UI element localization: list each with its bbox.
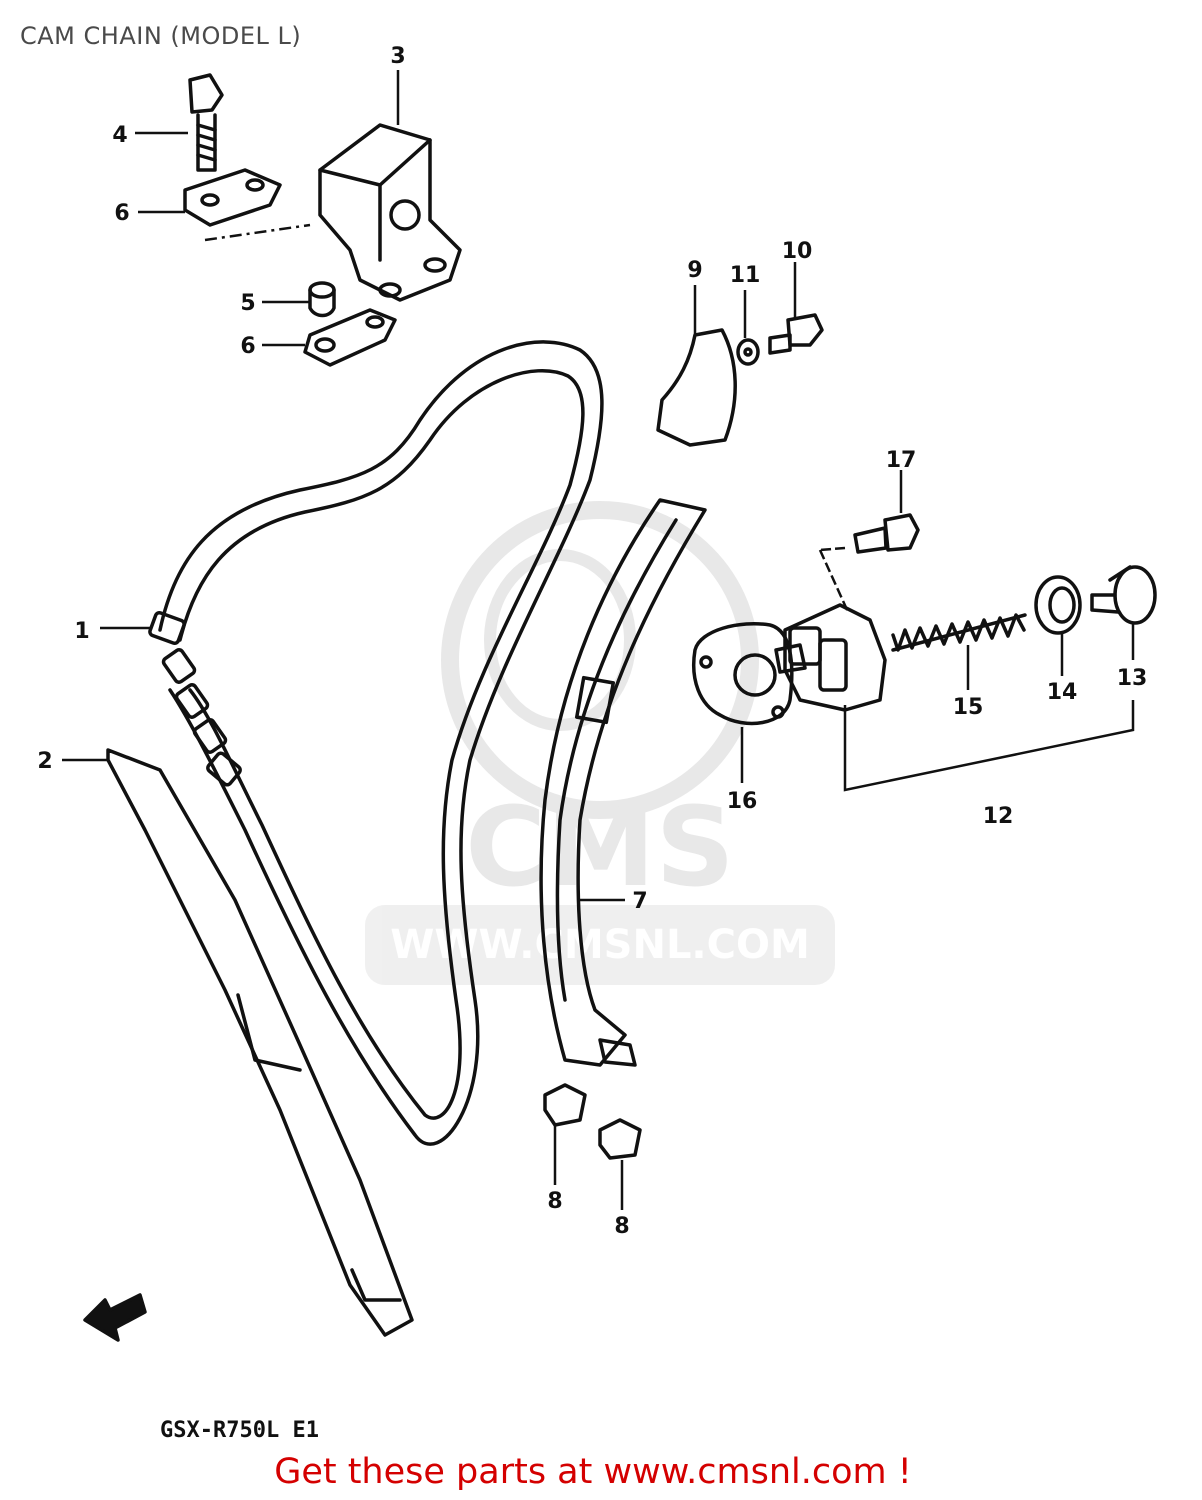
cap-part-13 (1090, 565, 1157, 625)
chain-guide-front (106, 748, 414, 1337)
callouts: 1 2 3 4 5 6 6 7 8 8 9 10 11 12 13 14 15 … (37, 44, 1147, 1239)
bolt-part-4 (188, 73, 224, 172)
promo-link[interactable]: Get these parts at www.cmsnl.com ! (0, 1452, 1202, 1492)
callout-6a: 6 (114, 201, 129, 226)
callout-4: 4 (112, 123, 127, 148)
callout-14: 14 (1047, 680, 1078, 705)
callout-8a: 8 (547, 1189, 562, 1214)
callout-16: 16 (727, 789, 758, 814)
callout-15: 15 (953, 695, 984, 720)
callout-6b: 6 (240, 334, 255, 359)
cam-chain (148, 340, 604, 1146)
cushion-part-8 (543, 1083, 642, 1160)
callout-8b: 8 (614, 1214, 629, 1239)
washer-part-11 (736, 338, 760, 366)
callout-9: 9 (687, 258, 702, 283)
model-code: GSX-R750L E1 (160, 1418, 319, 1443)
bolt-part-17 (853, 513, 920, 554)
callout-12: 12 (983, 804, 1014, 829)
spacer-part-5 (308, 281, 336, 318)
callout-10: 10 (782, 239, 813, 264)
callout-7: 7 (632, 889, 647, 914)
leader-lines (62, 70, 1135, 1210)
promo-text[interactable]: Get these parts at www.cmsnl.com ! (274, 1452, 912, 1492)
spring-part-15 (891, 613, 1027, 652)
watermark: CMS WWW.CMSNL.COM (365, 501, 835, 985)
washer-part-14 (1034, 575, 1082, 635)
cover-part-9 (656, 328, 737, 447)
front-arrow-icon (83, 1293, 147, 1342)
page-title: CAM CHAIN (MODEL L) (20, 22, 302, 50)
callout-1: 1 (74, 619, 89, 644)
plate-part-6 (183, 168, 397, 367)
watermark-logo: CMS (465, 783, 734, 911)
callout-11: 11 (730, 263, 761, 288)
callout-5: 5 (240, 291, 255, 316)
callout-13: 13 (1117, 666, 1148, 691)
gasket-part-16 (692, 622, 794, 726)
watermark-url: WWW.CMSNL.COM (390, 922, 810, 968)
bolt-part-10 (768, 313, 824, 355)
callout-3: 3 (390, 44, 405, 69)
callout-2: 2 (37, 749, 52, 774)
callout-17: 17 (886, 448, 917, 473)
guide-holder-part-3 (318, 123, 462, 302)
chain-guide-rear (539, 498, 707, 1067)
